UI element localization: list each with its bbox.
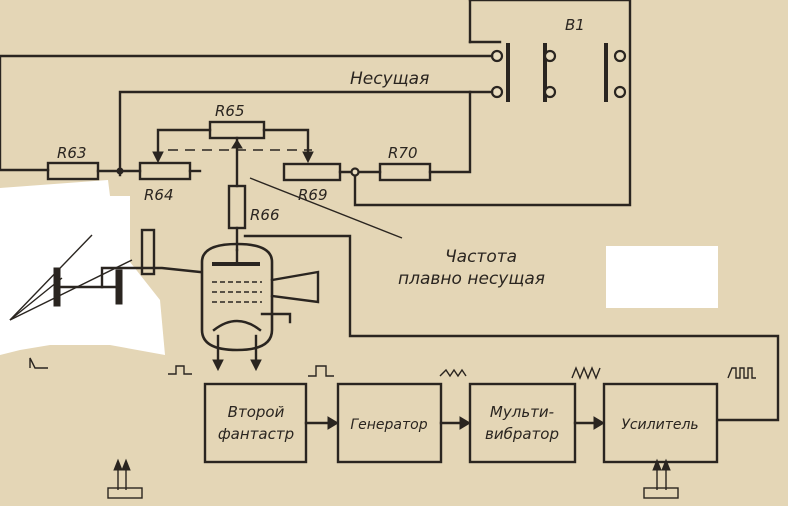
block-label-second-line1: Второй	[228, 403, 285, 421]
label-frequency-line1: Частота	[445, 247, 517, 267]
label-r70: R70	[388, 144, 418, 162]
wire-carrier-mid	[118, 90, 494, 177]
wire-r65-right	[262, 128, 310, 160]
leader-left-1	[9, 234, 93, 321]
wire-carrier-top	[0, 54, 494, 172]
arrow-head-1	[327, 416, 339, 430]
leader-left-2	[9, 259, 133, 321]
leader-left-3	[9, 277, 63, 321]
wire-r70-up	[428, 90, 472, 174]
label-b1: B1	[565, 16, 585, 34]
vacuum-tube	[200, 242, 320, 372]
waveform-pulse-3	[308, 365, 334, 377]
block-label-second-line2: фантастр	[218, 425, 294, 443]
label-r63: R63	[57, 144, 87, 162]
block-label-generator: Генератор	[350, 417, 427, 433]
block-label-amplifier: Усилитель	[621, 417, 698, 433]
junction-r69	[350, 167, 360, 177]
label-frequency-line2: плавно несущая	[398, 269, 545, 289]
switch-b1	[353, 0, 632, 207]
blank-patch-right	[606, 246, 718, 308]
wire-r65-left	[156, 128, 212, 160]
arrow-head-2	[459, 416, 471, 430]
arrow-head-3	[593, 416, 605, 430]
waveform-pulse-2	[168, 365, 192, 375]
label-r64: R64	[144, 186, 174, 204]
input-arrows-left	[107, 458, 143, 499]
wiper-arrow-r64	[152, 151, 164, 164]
wiper-arrow-r69	[302, 151, 314, 164]
wire-grid-input	[100, 266, 202, 289]
input-arrows-right	[643, 458, 679, 499]
waveform-saw	[439, 368, 467, 378]
wire-plate-amplifier	[243, 234, 780, 422]
label-carrier: Несущая	[350, 69, 429, 89]
leader-frequency	[249, 177, 403, 239]
waveform-pulse-1	[29, 357, 48, 369]
wiper-arrow-r65	[231, 139, 243, 149]
blank-patch-left	[0, 180, 165, 355]
waveform-zigzag	[571, 366, 601, 380]
waveform-square	[727, 367, 756, 379]
block-label-multi-line1: Мульти-	[490, 403, 554, 421]
label-r66: R66	[250, 206, 280, 224]
capacitor-plate-right	[115, 269, 123, 305]
block-label-multi-line2: вибратор	[485, 425, 559, 443]
junction-node	[116, 167, 124, 175]
label-r65: R65	[215, 102, 245, 120]
grid-resistor	[140, 228, 156, 276]
label-r69: R69	[298, 186, 328, 204]
